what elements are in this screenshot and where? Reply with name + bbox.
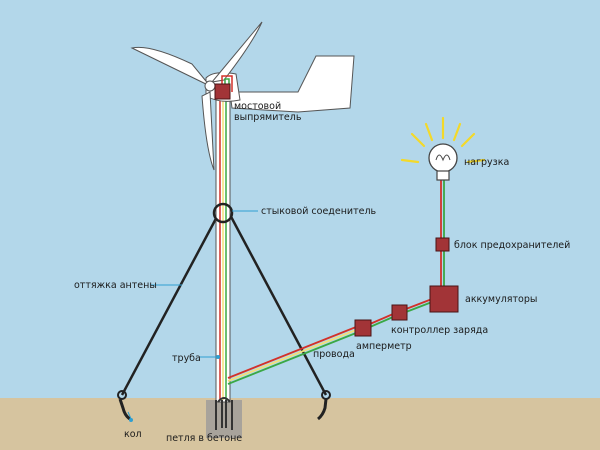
label-wires: провода bbox=[313, 349, 355, 360]
pipe-pointer-dot bbox=[216, 355, 220, 359]
label-guy-wire: оттяжка антены bbox=[74, 280, 157, 291]
ammeter-box bbox=[354, 319, 372, 337]
label-rectifier: мостовой выпрямитель bbox=[234, 101, 302, 123]
joint-connector bbox=[212, 202, 234, 224]
guy-wires bbox=[120, 210, 328, 396]
label-pipe: труба bbox=[172, 353, 201, 364]
label-loop: петля в бетоне bbox=[166, 433, 242, 444]
stake-right bbox=[317, 390, 331, 421]
label-fuse-block: блок предохранителей bbox=[454, 240, 570, 251]
wire-to-load bbox=[440, 180, 445, 286]
label-ammeter: амперметр bbox=[356, 341, 412, 352]
concrete-block bbox=[206, 400, 242, 438]
rectifier-box bbox=[214, 83, 231, 100]
label-charge-controller: контроллер заряда bbox=[391, 325, 488, 336]
label-batteries: аккумуляторы bbox=[465, 294, 537, 305]
stake-left bbox=[117, 390, 131, 421]
sky bbox=[0, 0, 600, 400]
label-load: нагрузка bbox=[464, 157, 509, 168]
ground bbox=[0, 398, 600, 450]
wire-bundle-main bbox=[227, 298, 433, 385]
stake-pointer-dot bbox=[129, 418, 133, 422]
light-bulb-icon bbox=[400, 116, 486, 181]
fuse-block-box bbox=[435, 237, 450, 252]
label-joint: стыковой соеденитель bbox=[261, 206, 377, 217]
concrete-loop bbox=[215, 397, 233, 430]
batteries-box bbox=[429, 285, 459, 313]
label-stake: кол bbox=[124, 429, 142, 440]
charge-controller-box bbox=[391, 304, 408, 321]
